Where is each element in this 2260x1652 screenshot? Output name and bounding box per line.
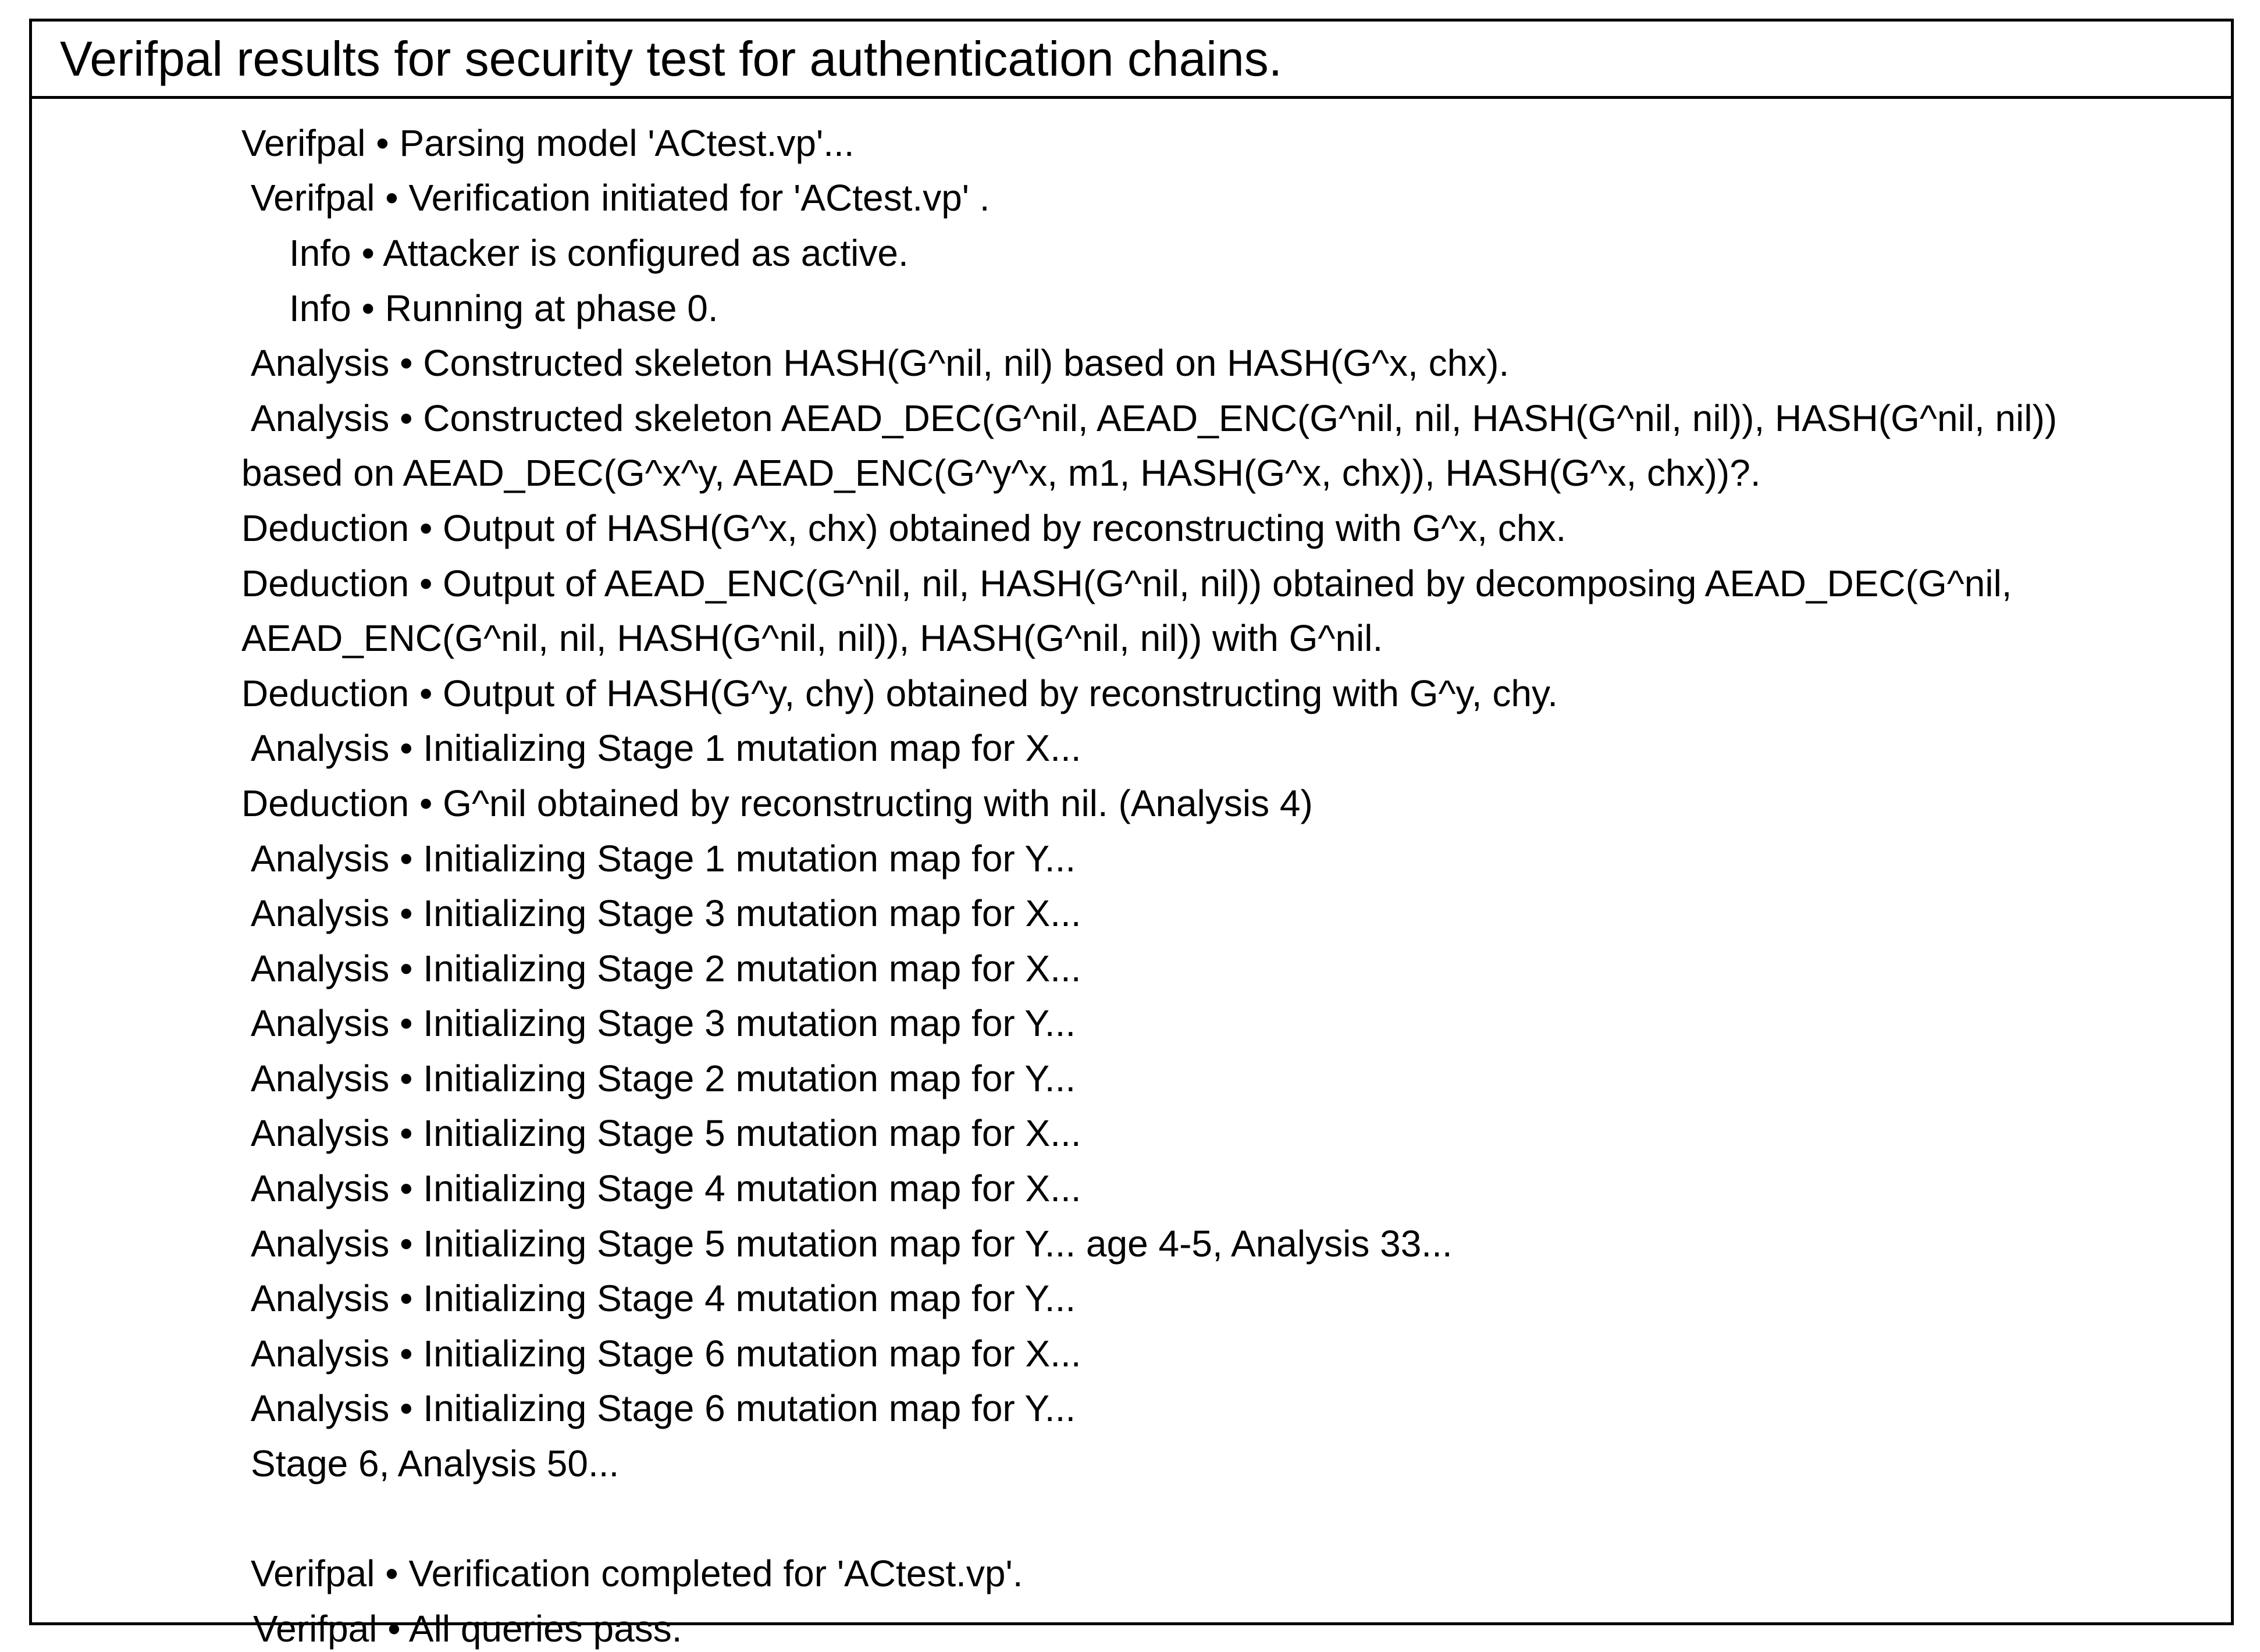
log-line: Analysis • Initializing Stage 6 mutation… <box>251 1387 1076 1429</box>
log-line: Analysis • Initializing Stage 5 mutation… <box>251 1112 1081 1154</box>
log-line: Analysis • Initializing Stage 1 mutation… <box>251 727 1081 769</box>
log-line: Analysis • Initializing Stage 3 mutation… <box>251 892 1081 934</box>
log-line: Verifpal • Parsing model 'ACtest.vp'... <box>241 122 855 164</box>
table-caption: Verifpal results for security test for a… <box>60 31 1283 86</box>
log-line: Verifpal • Verification initiated for 'A… <box>251 177 990 219</box>
log-line: Analysis • Initializing Stage 4 mutation… <box>251 1277 1076 1319</box>
log-output: Verifpal • Parsing model 'ACtest.vp'... … <box>32 99 2231 1650</box>
log-line: AEAD_ENC(G^nil, nil, HASH(G^nil, nil)), … <box>241 617 1383 659</box>
log-line: Verifpal • All queries pass. <box>253 1608 682 1650</box>
log-line: Info • Attacker is configured as active. <box>289 232 909 274</box>
log-line: Analysis • Initializing Stage 2 mutation… <box>251 948 1081 989</box>
log-line: Analysis • Initializing Stage 1 mutation… <box>251 838 1076 880</box>
log-line: Verifpal • Verification completed for 'A… <box>251 1553 1023 1594</box>
log-line: Deduction • Output of HASH(G^x, chx) obt… <box>241 507 1567 549</box>
log-line: Analysis • Initializing Stage 4 mutation… <box>251 1167 1081 1209</box>
log-line: Info • Running at phase 0. <box>289 287 718 329</box>
log-line: Deduction • Output of HASH(G^y, chy) obt… <box>241 672 1558 714</box>
results-table: Verifpal results for security test for a… <box>29 19 2234 1650</box>
table-caption-row: Verifpal results for security test for a… <box>32 22 2231 99</box>
log-line: Stage 6, Analysis 50... <box>251 1443 620 1484</box>
log-line: Analysis • Initializing Stage 3 mutation… <box>251 1002 1076 1044</box>
log-line: Analysis • Initializing Stage 5 mutation… <box>251 1223 1453 1265</box>
log-line: Analysis • Initializing Stage 6 mutation… <box>251 1333 1081 1375</box>
log-line: Analysis • Constructed skeleton HASH(G^n… <box>251 342 1510 384</box>
log-line: based on AEAD_DEC(G^x^y, AEAD_ENC(G^y^x,… <box>241 452 1761 494</box>
log-line: Deduction • Output of AEAD_ENC(G^nil, ni… <box>241 562 2012 604</box>
log-line: Deduction • G^nil obtained by reconstruc… <box>241 782 1313 824</box>
log-line: Analysis • Constructed skeleton AEAD_DEC… <box>251 397 2058 439</box>
log-line: Analysis • Initializing Stage 2 mutation… <box>251 1058 1076 1099</box>
